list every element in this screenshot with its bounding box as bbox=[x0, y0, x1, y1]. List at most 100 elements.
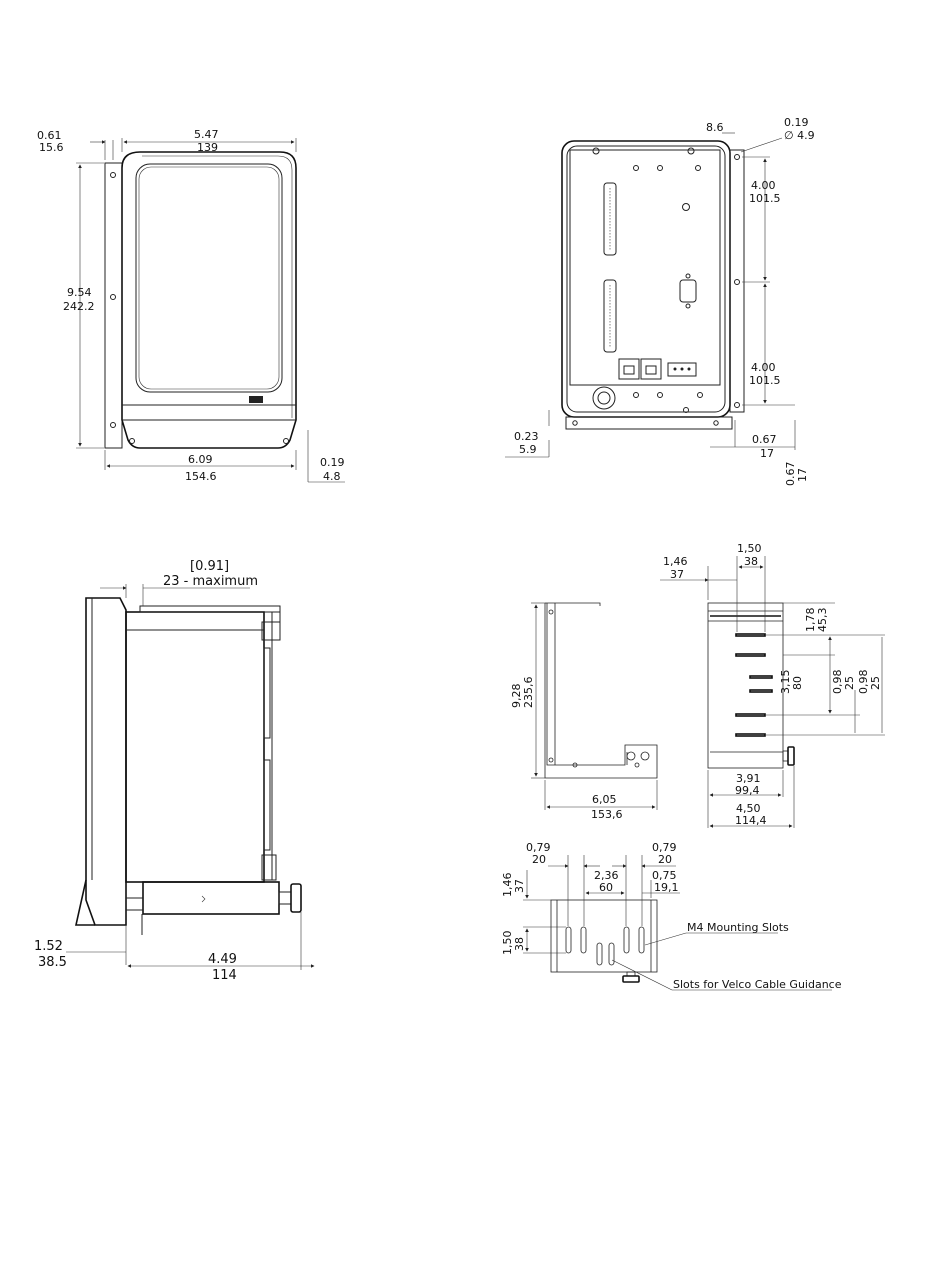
bracket-side-width-in: 6,05 bbox=[592, 793, 617, 806]
bracket-bottom-e-in: 1,46 bbox=[501, 873, 514, 898]
bracket-front-f-mm: 25 bbox=[869, 676, 882, 690]
mounting-slot bbox=[638, 926, 645, 954]
front-dim-width-mm: 154.6 bbox=[185, 470, 217, 483]
bracket-front-e-mm: 25 bbox=[843, 676, 856, 690]
front-dim-top-in: 5.47 bbox=[194, 128, 219, 141]
dsub-connector-upper bbox=[603, 182, 617, 256]
bracket-front-h-in: 4,50 bbox=[736, 802, 761, 815]
knob bbox=[290, 883, 302, 913]
back-dim-side-mm: 17 bbox=[760, 447, 774, 460]
label-m4-slots: M4 Mounting Slots bbox=[687, 921, 789, 934]
bracket-bottom-outline bbox=[550, 899, 658, 973]
mounting-slot bbox=[580, 926, 587, 954]
back-dim-side-in: 0.67 bbox=[752, 433, 777, 446]
front-dim-width-in: 6.09 bbox=[188, 453, 213, 466]
back-flange bbox=[729, 149, 745, 413]
mounting-slot bbox=[735, 733, 766, 737]
cable-slot bbox=[749, 675, 773, 679]
bracket-front-f-in: 0,98 bbox=[857, 670, 870, 695]
rj-jack-2 bbox=[640, 358, 662, 380]
back-dim-bottom-mm: 5.9 bbox=[519, 443, 537, 456]
side-body bbox=[125, 611, 265, 883]
back-dim-side-v-in: 0.67 bbox=[784, 462, 797, 487]
bracket-side-height-in: 9,28 bbox=[510, 684, 523, 709]
bracket-knob bbox=[787, 746, 795, 766]
bracket-bottom-b-mm: 20 bbox=[658, 853, 672, 866]
bottom-module bbox=[142, 881, 280, 915]
back-dim-hole-mm: ∅ 4.9 bbox=[784, 129, 815, 142]
mounting-slot bbox=[735, 633, 766, 637]
side-dim-left-mm: 38.5 bbox=[38, 955, 67, 970]
front-dim-left-in: 0.61 bbox=[37, 129, 62, 142]
label-cable-slots: Slots for Velco Cable Guidance bbox=[673, 978, 842, 991]
serial-port bbox=[679, 279, 697, 303]
front-dim-corner-mm: 4.8 bbox=[323, 470, 341, 483]
bracket-bottom-a-mm: 20 bbox=[532, 853, 546, 866]
bracket-bottom-c-mm: 60 bbox=[599, 881, 613, 894]
cable-slot bbox=[749, 689, 773, 693]
back-dim-bottom-in: 0.23 bbox=[514, 430, 539, 443]
bracket-bottom-f-in: 1,50 bbox=[501, 931, 514, 956]
logo-badge bbox=[249, 396, 263, 403]
front-dim-top-mm: 139 bbox=[197, 141, 218, 154]
back-dim-pitch2-in: 4.00 bbox=[751, 361, 776, 374]
bracket-bottom-a-in: 0,79 bbox=[526, 841, 551, 854]
bracket-front-h-mm: 114,4 bbox=[735, 814, 767, 827]
bracket-bottom-f-mm: 38 bbox=[513, 937, 526, 951]
bracket-front-g-in: 3,91 bbox=[736, 772, 761, 785]
dsub-connector-lower bbox=[603, 279, 617, 353]
bracket-front-a-mm: 37 bbox=[670, 568, 684, 581]
front-dim-left-mm: 15.6 bbox=[39, 141, 64, 154]
bracket-side-view: 9,28 235,6 6,05 153,6 bbox=[510, 602, 658, 821]
bracket-front-d-in: 3,15 bbox=[779, 670, 792, 695]
display-screen bbox=[135, 163, 283, 393]
back-view: 8.6 0.19 ∅ 4.9 4.00 101.5 4.00 101.5 0.2… bbox=[505, 116, 815, 486]
mounting-slot bbox=[565, 926, 572, 954]
cable-slot bbox=[596, 942, 603, 966]
terminal-block bbox=[667, 362, 697, 377]
back-housing bbox=[561, 140, 731, 418]
mounting-slot bbox=[735, 713, 766, 717]
side-view: [0.91] 23 - maximum 1.52 38.5 4.49 114 bbox=[34, 559, 315, 983]
bracket-front-b-in: 1,50 bbox=[737, 542, 762, 555]
bracket-front-c-in: 1,78 bbox=[804, 608, 817, 633]
bracket-bottom-c-in: 2,36 bbox=[594, 869, 619, 882]
bracket-front-d-mm: 80 bbox=[791, 676, 804, 690]
side-connector-lower bbox=[263, 759, 271, 851]
bracket-front-outline bbox=[707, 602, 784, 769]
side-dim-top-mm: 23 - maximum bbox=[163, 574, 258, 589]
front-dim-corner-in: 0.19 bbox=[320, 456, 345, 469]
mounting-slot bbox=[735, 653, 766, 657]
housing-outline bbox=[121, 151, 297, 449]
back-dim-hole-in: 0.19 bbox=[784, 116, 809, 129]
bracket-bottom-d-in: 0,75 bbox=[652, 869, 677, 882]
back-panel bbox=[569, 149, 721, 386]
bracket-bottom-view: 0,79 20 0,79 20 2,36 60 0,75 19,1 1,46 3… bbox=[501, 841, 842, 991]
side-dim-depth-in: 4.49 bbox=[208, 952, 237, 967]
bracket-front-view: 1,46 37 1,50 38 1,78 45,3 3,15 80 0,98 2… bbox=[660, 542, 885, 828]
front-dim-height-mm: 242.2 bbox=[63, 300, 95, 313]
bracket-bottom-knob bbox=[622, 975, 640, 983]
bracket-bottom-e-mm: 37 bbox=[513, 879, 526, 893]
side-dim-top-in: [0.91] bbox=[190, 559, 229, 574]
back-dim-pitch2-mm: 101.5 bbox=[749, 374, 781, 387]
back-dim-side-v-mm: 17 bbox=[796, 468, 809, 482]
bracket-profile bbox=[544, 603, 658, 779]
bracket-front-b-mm: 38 bbox=[744, 555, 758, 568]
side-dim-left-in: 1.52 bbox=[34, 939, 63, 954]
side-connector-upper bbox=[263, 647, 271, 739]
cable-slot bbox=[608, 942, 615, 966]
bracket-side-width-mm: 153,6 bbox=[591, 808, 623, 821]
side-dim-depth-mm: 114 bbox=[212, 968, 237, 983]
back-dim-offset: 8.6 bbox=[706, 121, 724, 134]
bottom-flange bbox=[565, 416, 733, 430]
mounting-slot bbox=[623, 926, 630, 954]
mounting-flange bbox=[104, 162, 123, 449]
bracket-bottom-d-mm: 19,1 bbox=[654, 881, 679, 894]
cable-gland bbox=[592, 386, 616, 410]
back-dim-pitch1-in: 4.00 bbox=[751, 179, 776, 192]
bracket-front-e-in: 0,98 bbox=[831, 670, 844, 695]
back-dim-pitch1-mm: 101.5 bbox=[749, 192, 781, 205]
bracket-front-a-in: 1,46 bbox=[663, 555, 688, 568]
